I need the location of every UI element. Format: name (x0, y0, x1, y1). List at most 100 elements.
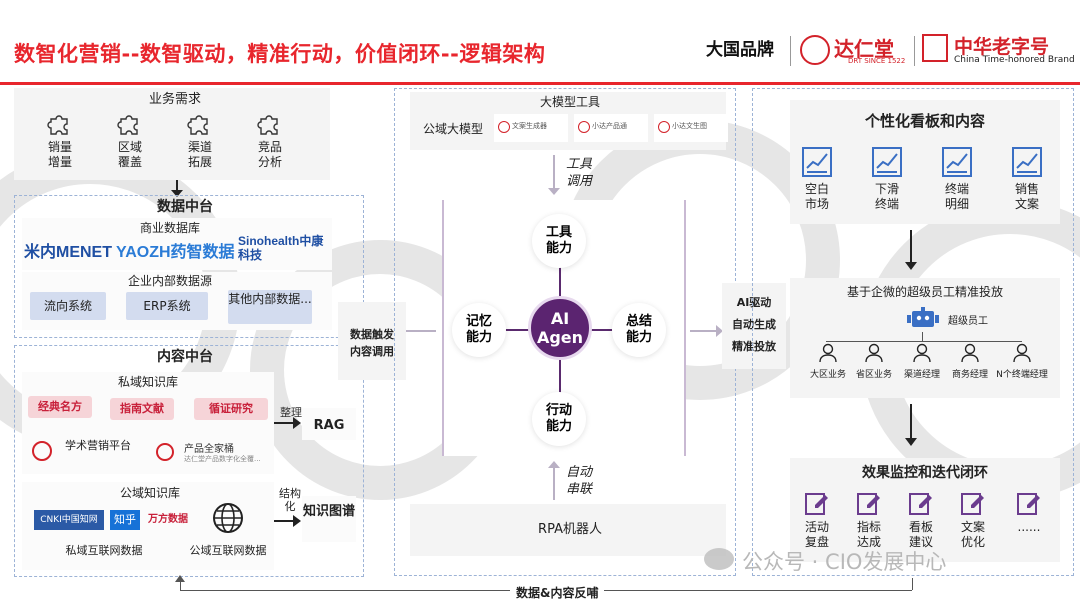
right-box (752, 88, 1074, 576)
tool-card-icon (578, 121, 590, 133)
menet-logo: 米内MENET (24, 244, 113, 261)
staff-label: 渠道经理 (903, 370, 940, 380)
flow-arrow (910, 230, 912, 264)
tool-card-label: 小达产品通 (592, 122, 627, 130)
public-kb-title: 公域知识库 (119, 486, 180, 500)
board-item-label: 终端 明细 (944, 182, 969, 211)
arrow-head (905, 262, 917, 270)
trigger-label: 数据触发 内容调用 (350, 328, 394, 358)
enterprise-src-title: 企业内部数据源 (127, 274, 212, 288)
chart-icon (802, 147, 832, 177)
staff-person: 商务经理 (948, 343, 992, 380)
darentang-logo-icon (800, 35, 830, 65)
globe-icon-svg (213, 503, 243, 533)
academic-platform-icon (32, 441, 52, 461)
biz-item: 区域 覆盖 (110, 110, 150, 170)
node-tool-label: 工具 能力 (545, 225, 572, 256)
kb-pill: 循证研究 (194, 398, 268, 420)
watermark-label: 公众号 · CIO发展中心 (742, 550, 947, 574)
person-icon (1013, 343, 1031, 363)
arrow-head (905, 438, 917, 446)
board-panel (790, 100, 1060, 224)
board-item-label: 销售 文案 (1014, 182, 1039, 211)
staff-person: 渠道经理 (900, 343, 944, 380)
kg-label: 知识图谱 (302, 504, 355, 519)
private-web-label: 私域互联网数据 (65, 544, 143, 557)
edit-icon (909, 493, 932, 515)
board-title: 个性化看板和内容 (864, 112, 985, 130)
tools-title: 大模型工具 (539, 95, 600, 109)
staff-label: 大区业务 (809, 370, 846, 380)
private-kb-card (22, 372, 274, 474)
header-divider (0, 82, 1080, 85)
academic-platform-label: 学术营销平台 (65, 439, 131, 452)
data-center-title: 数据中台 (157, 199, 213, 215)
tool-card-icon (658, 121, 670, 133)
node-memory-label: 记忆 能力 (465, 314, 492, 345)
arrow-head (716, 325, 723, 337)
ai-drive-box (722, 283, 786, 369)
board-item: 空白 市场 (800, 146, 834, 212)
cnki-logo: CNKI中国知网 (34, 510, 104, 530)
monitor-title: 效果监控和迭代闭环 (862, 465, 988, 481)
arrow-head (293, 515, 301, 527)
monitor-item: 活动 复盘 (802, 490, 832, 550)
biz-item: 销量 增量 (40, 110, 80, 170)
brand-logo-daguo: 大国品牌 (706, 40, 774, 60)
tool-card-icon (498, 121, 510, 133)
content-center-box (14, 345, 364, 577)
monitor-panel (790, 458, 1060, 562)
arrow-head (293, 417, 301, 429)
public-web-label: 公域互联网数据 (189, 544, 267, 557)
node-action-label: 行动 能力 (545, 403, 572, 434)
biz-item-label: 销量 增量 (47, 140, 72, 169)
chart-icon (942, 147, 972, 177)
rag-label: RAG (313, 418, 345, 433)
kb-pill: 经典名方 (28, 396, 92, 418)
data-center-box (14, 195, 364, 338)
puzzle-icon (187, 115, 208, 135)
chart-icon (872, 147, 902, 177)
monitor-item-label: 活动 复盘 (804, 520, 829, 549)
org-vline (922, 332, 923, 342)
board-item: 终端 明细 (940, 146, 974, 212)
product-family-label: 产品全家桶 (184, 444, 234, 455)
public-model-label: 公域大模型 (422, 122, 483, 136)
auto-chain-arrow (553, 466, 555, 500)
staff-person: 省区业务 (852, 343, 896, 380)
org-hline (826, 341, 1022, 342)
node-action: 行动 能力 (532, 392, 586, 446)
content-center-title: 内容中台 (157, 349, 213, 365)
monitor-item: ...... (1012, 490, 1046, 535)
tool-call-label: 工具 调用 (566, 157, 593, 189)
biz-item-label: 区域 覆盖 (117, 140, 142, 169)
flow-arrow (176, 180, 178, 192)
edit-icon (1017, 493, 1040, 515)
edit-icon (805, 493, 828, 515)
puzzle-icon (47, 115, 68, 135)
time-honored-icon (922, 34, 948, 62)
monitor-item: 文案 优化 (958, 490, 988, 550)
board-item: 下滑 终端 (870, 146, 904, 212)
rag-box (302, 408, 356, 440)
tool-card-label: 小达文生图 (672, 122, 707, 130)
sinohealth-logo: Sinohealth中康科技 (238, 234, 324, 262)
tool-call-arrow (553, 155, 555, 191)
logo-divider (914, 36, 915, 66)
brand-darentang-sub: DRT SINCE 1522 (848, 57, 906, 65)
node-tool: 工具 能力 (532, 214, 586, 268)
monitor-item: 指标 达成 (854, 490, 884, 550)
wechat-icon (704, 548, 734, 570)
ai-agent-core: AI Agen (528, 296, 592, 360)
biz-item: 竞品 分析 (250, 110, 290, 170)
page-title: 数智化营销--数智驱动，精准行动，价值闭环--逻辑架构 (14, 42, 546, 66)
commercial-db-card (22, 218, 332, 270)
puzzle-icon (117, 115, 138, 135)
arrow-head (548, 188, 560, 195)
commercial-db-title: 商业数据库 (139, 221, 200, 235)
system-other: 其他内部数据... (228, 290, 312, 324)
monitor-item-label: 看板 建议 (908, 520, 933, 549)
product-family-sub: 达仁堂产品数字化全覆... (184, 455, 261, 463)
edit-icon (857, 493, 880, 515)
rpa-box (410, 504, 726, 556)
